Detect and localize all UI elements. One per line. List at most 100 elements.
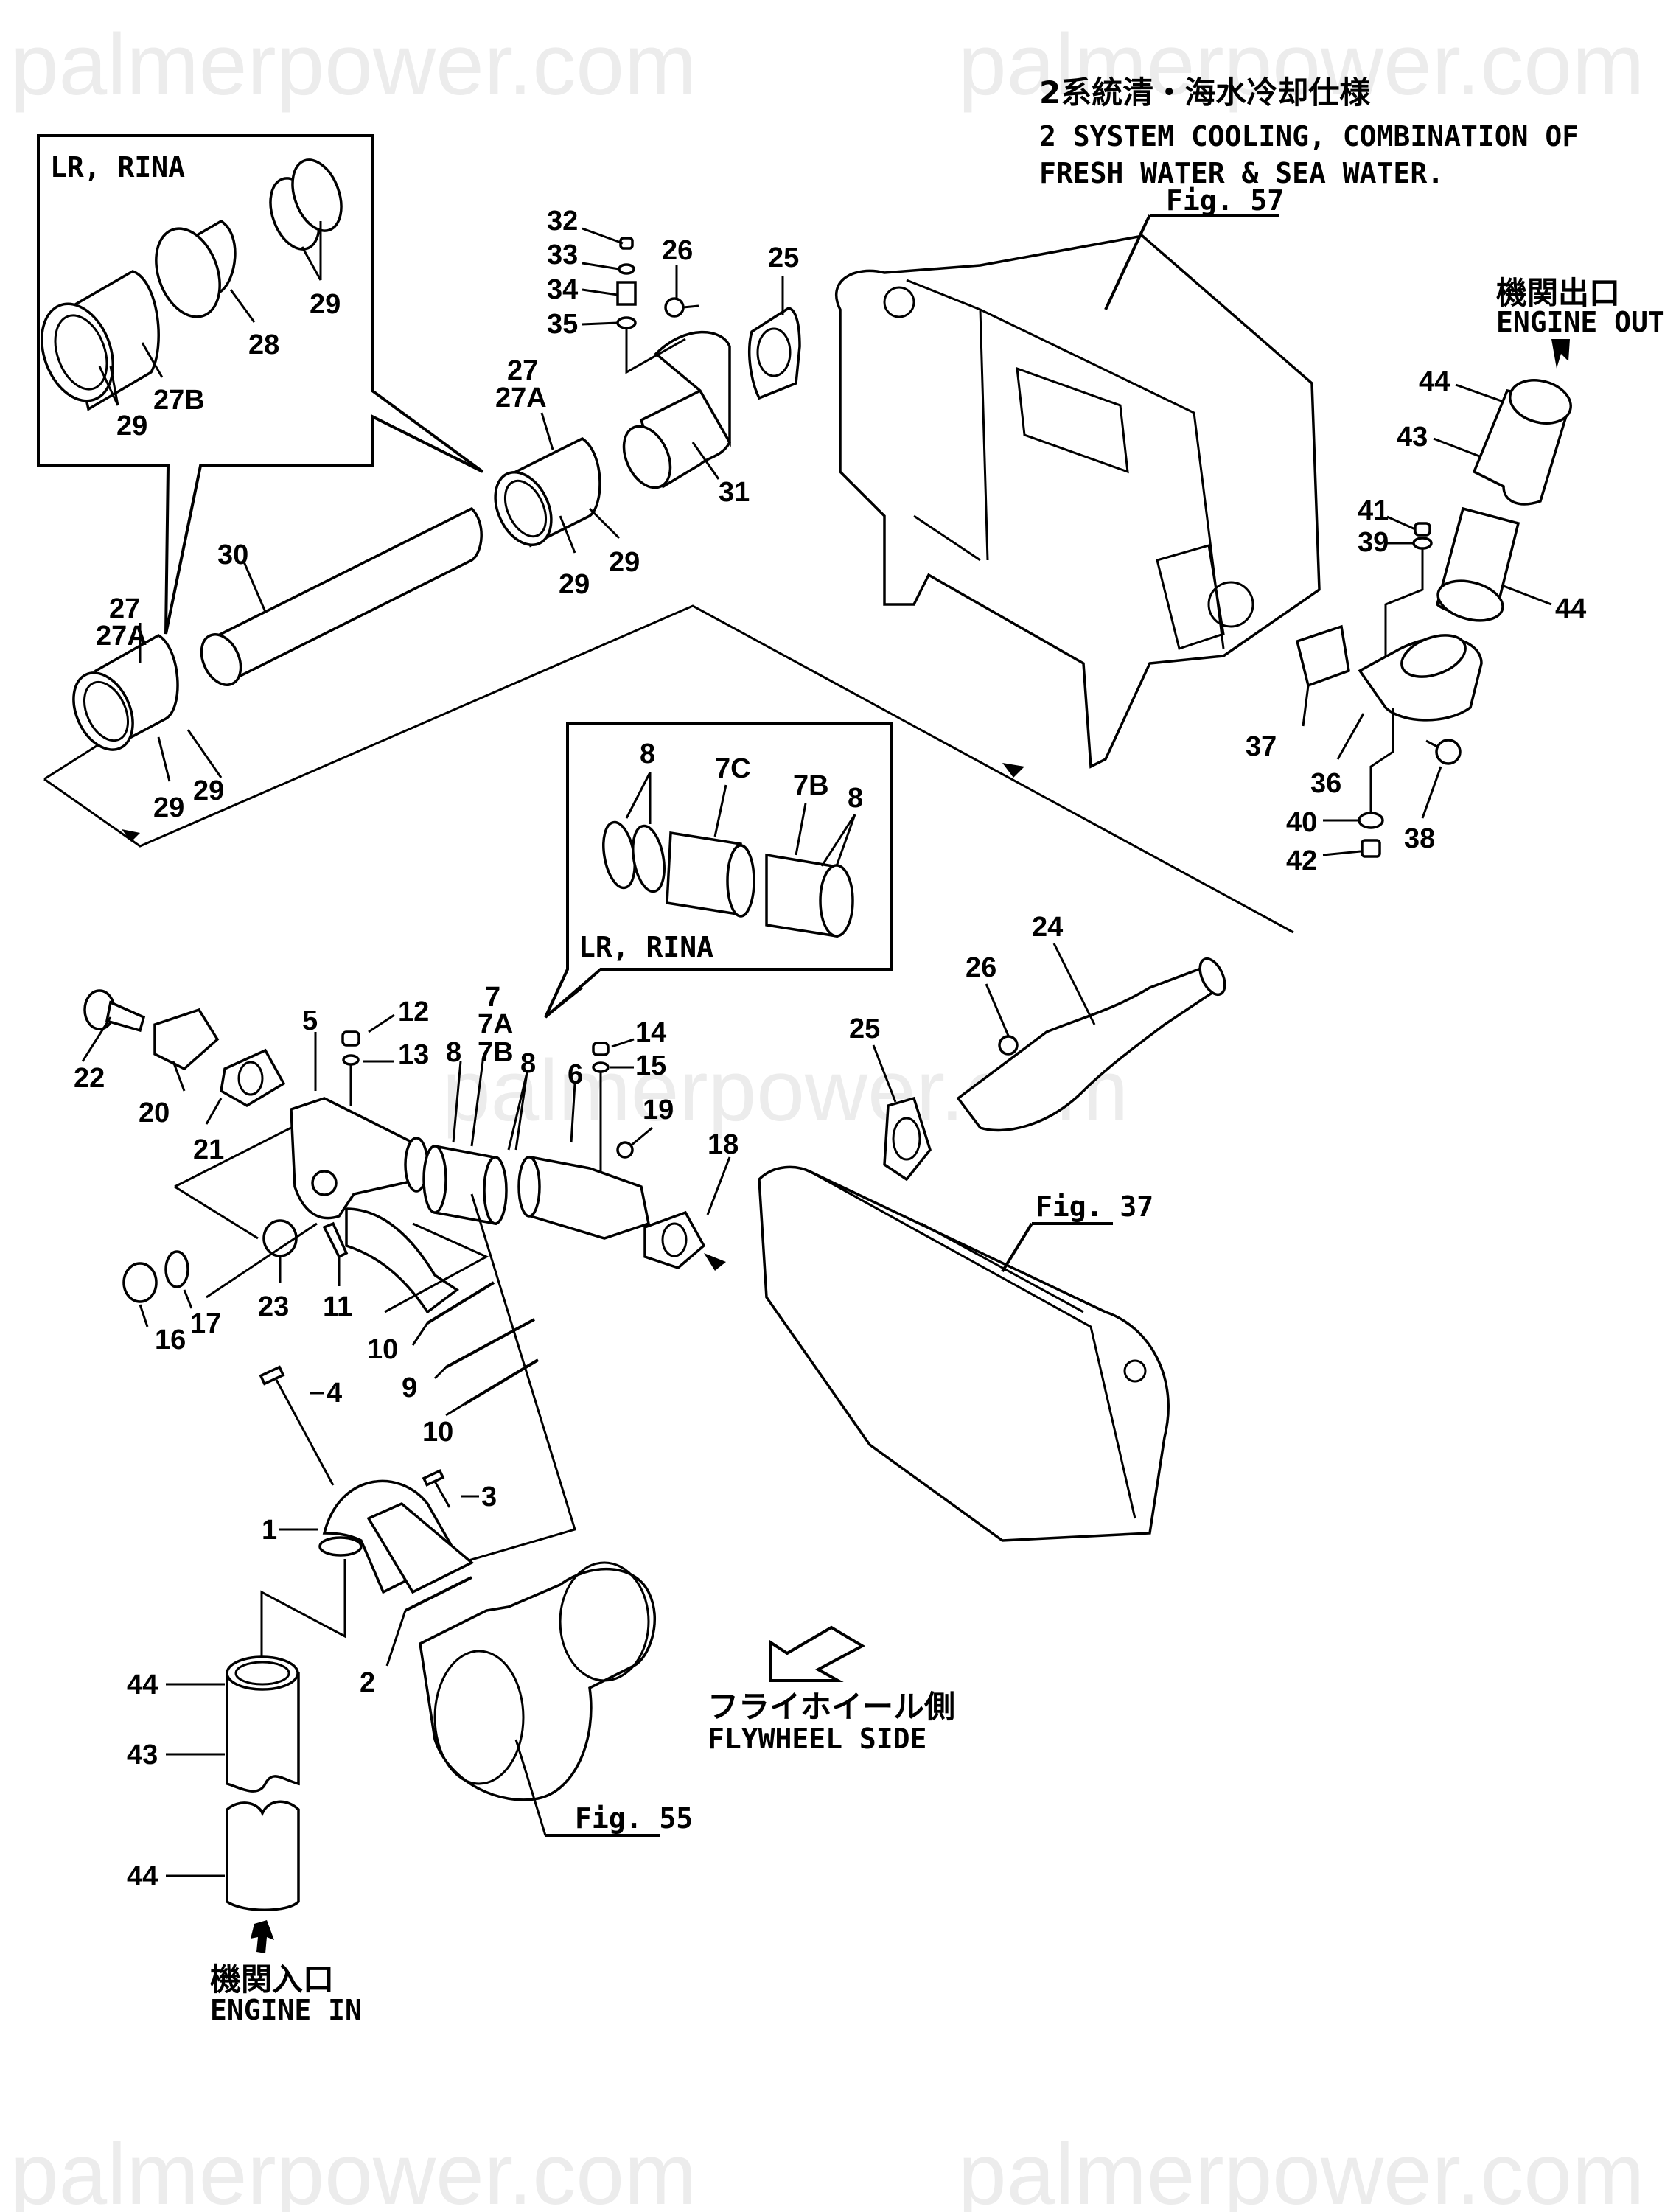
part-20-cover	[153, 1008, 220, 1071]
callout-26: 26	[966, 952, 996, 983]
arrow-down-left-icon	[769, 1625, 866, 1682]
part-18-gasket	[643, 1210, 706, 1269]
part-34-adapter	[616, 281, 637, 306]
part-36-elbow	[1358, 634, 1483, 722]
callout-27A: 27A	[96, 621, 147, 652]
callout-13: 13	[398, 1039, 429, 1070]
callout-16: 16	[155, 1325, 186, 1356]
callout-7B: 7B	[793, 770, 829, 801]
watermark: palmerpower.com	[10, 16, 696, 114]
part-12-plug	[341, 1030, 360, 1047]
callout-11: 11	[323, 1291, 352, 1322]
callout-8: 8	[520, 1048, 536, 1079]
engine-out-jp: 機関出口	[1496, 275, 1620, 311]
diagram-title: 2系統清・海水冷却仕様 2 SYSTEM COOLING, COMBINATIO…	[1039, 74, 1579, 189]
part-5-housing	[290, 1097, 460, 1314]
part-38-bolt	[1425, 739, 1462, 765]
part-11-bolt	[322, 1221, 349, 1259]
flow-arrow-icon	[704, 1253, 726, 1271]
fig-57-ref: Fig. 57	[1166, 184, 1284, 217]
callout-28: 28	[248, 329, 279, 360]
engine-in-en: ENGINE IN	[210, 1994, 362, 2026]
part-3-bolt	[422, 1469, 451, 1508]
flywheel-side-en: FLYWHEEL SIDE	[708, 1723, 926, 1755]
callout-4: 4	[327, 1378, 342, 1409]
part-37-gasket	[1295, 624, 1350, 688]
callout-43: 43	[127, 1740, 158, 1770]
callout-19: 19	[643, 1095, 674, 1126]
callout-23: 23	[258, 1291, 289, 1322]
inset-lower: LR, RINA 8 7C 7B 8	[544, 722, 893, 1019]
watermark: palmerpower.com	[958, 2126, 1644, 2212]
part-7C-liner	[666, 831, 755, 918]
callout-21: 21	[193, 1134, 224, 1165]
part-43-pipe-inlet-lower	[226, 1800, 300, 1911]
callout-32: 32	[547, 206, 578, 237]
callout-24: 24	[1032, 912, 1063, 943]
flywheel-side-jp: フライホイール側	[708, 1689, 955, 1725]
callout-25: 25	[849, 1013, 880, 1044]
callout-29: 29	[116, 411, 147, 442]
part-41-plug	[1414, 522, 1431, 537]
part-14-plug	[592, 1042, 610, 1056]
callout-27B: 27B	[153, 385, 205, 416]
title-english-line1: 2 SYSTEM COOLING, COMBINATION OF	[1039, 120, 1579, 153]
part-1-elbow	[318, 1479, 475, 1594]
title-japanese: 2系統清・海水冷却仕様	[1039, 74, 1371, 111]
watermark: palmerpower.com	[10, 2126, 696, 2212]
part-17-washer	[164, 1250, 189, 1288]
part-27B-sleeve	[40, 270, 160, 411]
callout-38: 38	[1404, 823, 1435, 854]
callout-37: 37	[1246, 731, 1277, 762]
callout-44: 44	[127, 1861, 158, 1892]
middle-assembly: 22 20 21 5 12 13 7 7A 7B 8 8 6 14 15 19 …	[74, 982, 739, 1356]
part-25-gasket-lower	[883, 1096, 932, 1182]
callout-43: 43	[1397, 422, 1428, 453]
heat-exchanger-assembly: 24 26 25 Fig. 37	[758, 912, 1226, 1542]
callout-8: 8	[446, 1037, 461, 1068]
part-42-plug	[1361, 839, 1381, 858]
callout-22: 22	[74, 1063, 105, 1094]
inset-upper-label: LR, RINA	[50, 151, 185, 184]
callout-27A: 27A	[495, 383, 547, 414]
part-31-elbow	[622, 330, 731, 489]
upper-pipe-assembly: 27 27A 29 29 30 27 27A 29 29 31 32 33 34…	[43, 206, 1294, 934]
callout-40: 40	[1286, 807, 1317, 838]
callout-14: 14	[635, 1017, 666, 1048]
part-26-bolt-lower	[998, 1035, 1019, 1056]
callout-8: 8	[640, 739, 655, 770]
engine-out-assembly: 機関出口 ENGINE OUT 44 43 44	[1246, 275, 1665, 876]
callout-29: 29	[310, 289, 341, 320]
callout-44: 44	[1555, 593, 1586, 624]
fig-37-ref: Fig. 37	[1036, 1190, 1153, 1223]
part-21-gasket	[220, 1048, 286, 1108]
part-27-coupling-upper	[494, 436, 601, 548]
callout-44: 44	[1419, 366, 1450, 397]
callout-33: 33	[547, 240, 578, 271]
callout-7: 7	[485, 982, 500, 1013]
part-16-plug	[122, 1262, 158, 1303]
engine-in-jp: 機関入口	[210, 1961, 334, 1998]
flow-arrow-icon	[122, 829, 140, 842]
title-english-line2: FRESH WATER & SEA WATER.	[1039, 157, 1444, 189]
callout-29: 29	[559, 569, 590, 600]
callout-8: 8	[848, 783, 863, 814]
part-25-gasket	[747, 307, 801, 400]
callout-15: 15	[635, 1050, 666, 1081]
part-43-pipe-inlet-upper	[226, 1655, 300, 1793]
part-27-coupling-left	[72, 633, 179, 751]
part-13-washer	[342, 1054, 360, 1066]
part-35-washer	[616, 316, 637, 329]
part-4-long-bolt	[259, 1365, 335, 1486]
callout-18: 18	[708, 1129, 739, 1160]
callout-12: 12	[398, 997, 429, 1028]
callout-42: 42	[1286, 845, 1317, 876]
callout-44: 44	[127, 1670, 158, 1700]
callout-34: 34	[547, 274, 578, 305]
callout-29: 29	[153, 792, 184, 823]
engine-in-assembly: 44 43 44 機関入口 ENGINE IN	[127, 1655, 362, 2026]
callout-39: 39	[1358, 527, 1389, 558]
inset-lower-label: LR, RINA	[579, 931, 713, 963]
part-26-bolt	[664, 297, 699, 318]
part-43-pipe-lower	[1436, 506, 1520, 622]
